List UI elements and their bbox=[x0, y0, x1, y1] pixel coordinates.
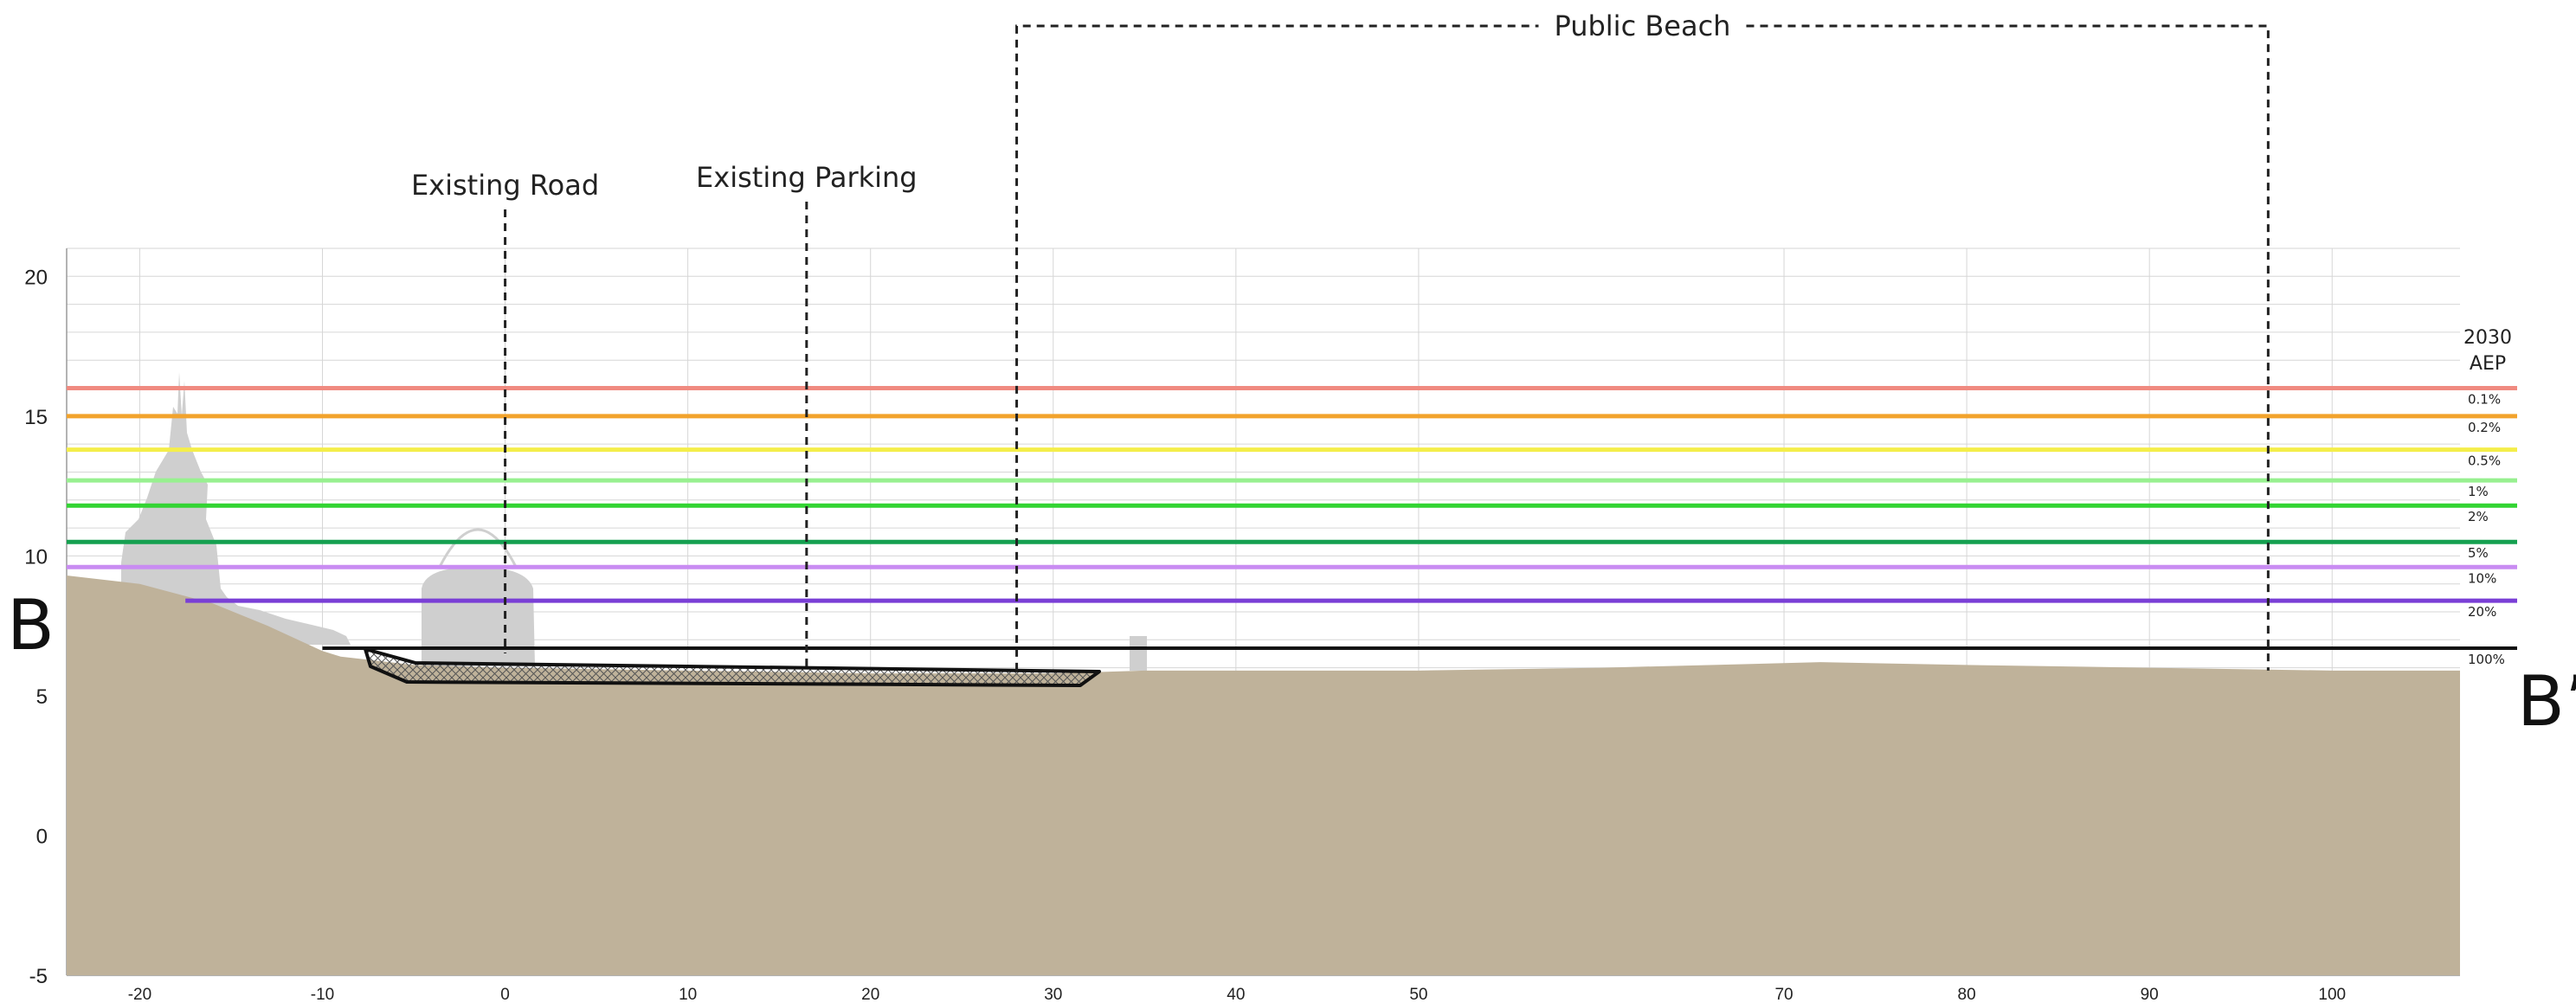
x-tick-label: 80 bbox=[1958, 986, 1976, 1003]
axes: -5 0 5 10 15 20 -20 -10 0 10 20 30 40 50 70 80 90 100 bbox=[24, 266, 2346, 1003]
section-start-label: B bbox=[7, 585, 55, 665]
water-level-label: 10% bbox=[2468, 570, 2496, 586]
x-tick-label: 0 bbox=[500, 986, 510, 1003]
x-tick-label: 90 bbox=[2141, 986, 2159, 1003]
x-tick-label: 70 bbox=[1774, 986, 1793, 1003]
building-silhouette bbox=[422, 567, 535, 666]
year-label: 2030 bbox=[2463, 327, 2512, 349]
x-tick-label: 30 bbox=[1044, 986, 1062, 1003]
water-level-label: 20% bbox=[2468, 604, 2496, 620]
background-vegetation bbox=[121, 372, 1147, 671]
water-level-label: 100% bbox=[2468, 652, 2505, 667]
road-parking-pavement bbox=[364, 647, 1101, 687]
beach-bracket-left bbox=[1015, 24, 1539, 671]
bollard-silhouette bbox=[1130, 636, 1147, 671]
x-tick-label: 20 bbox=[861, 986, 879, 1003]
tree-silhouette bbox=[121, 372, 351, 645]
y-tick-label: 20 bbox=[24, 266, 48, 289]
water-level-label: 5% bbox=[2468, 545, 2489, 561]
x-tick-label: 100 bbox=[2318, 986, 2346, 1003]
x-tick-label: -20 bbox=[128, 986, 151, 1003]
parking-label: Existing Parking bbox=[696, 161, 918, 194]
x-tick-label: -10 bbox=[311, 986, 334, 1003]
x-tick-label: 50 bbox=[1409, 986, 1427, 1003]
road-label: Existing Road bbox=[411, 169, 599, 202]
y-tick-label: 0 bbox=[36, 825, 48, 848]
x-tick-label: 40 bbox=[1227, 986, 1245, 1003]
water-level-label: 1% bbox=[2468, 484, 2489, 499]
x-tick-label: 10 bbox=[679, 986, 697, 1003]
water-level-lines: 0.1% 0.2% 0.5% 1% 2% 5% 10% 20% 100% bbox=[67, 386, 2517, 667]
public-beach-label: Public Beach bbox=[1554, 10, 1730, 42]
y-tick-label: 15 bbox=[24, 406, 48, 429]
water-level-label: 0.1% bbox=[2468, 392, 2501, 408]
water-level-label: 0.2% bbox=[2468, 420, 2501, 435]
water-level-label: 0.5% bbox=[2468, 453, 2501, 469]
callout-annotations: Existing Road Existing Parking Public Beac… bbox=[411, 10, 2270, 671]
y-tick-label: 5 bbox=[36, 685, 48, 709]
section-end-label: B’ bbox=[2517, 661, 2576, 742]
aep-label: AEP bbox=[2470, 353, 2506, 375]
y-tick-label: -5 bbox=[29, 965, 48, 988]
water-level-label: 2% bbox=[2468, 509, 2489, 524]
beach-bracket-right bbox=[1746, 24, 2270, 671]
y-tick-label: 10 bbox=[24, 545, 48, 569]
